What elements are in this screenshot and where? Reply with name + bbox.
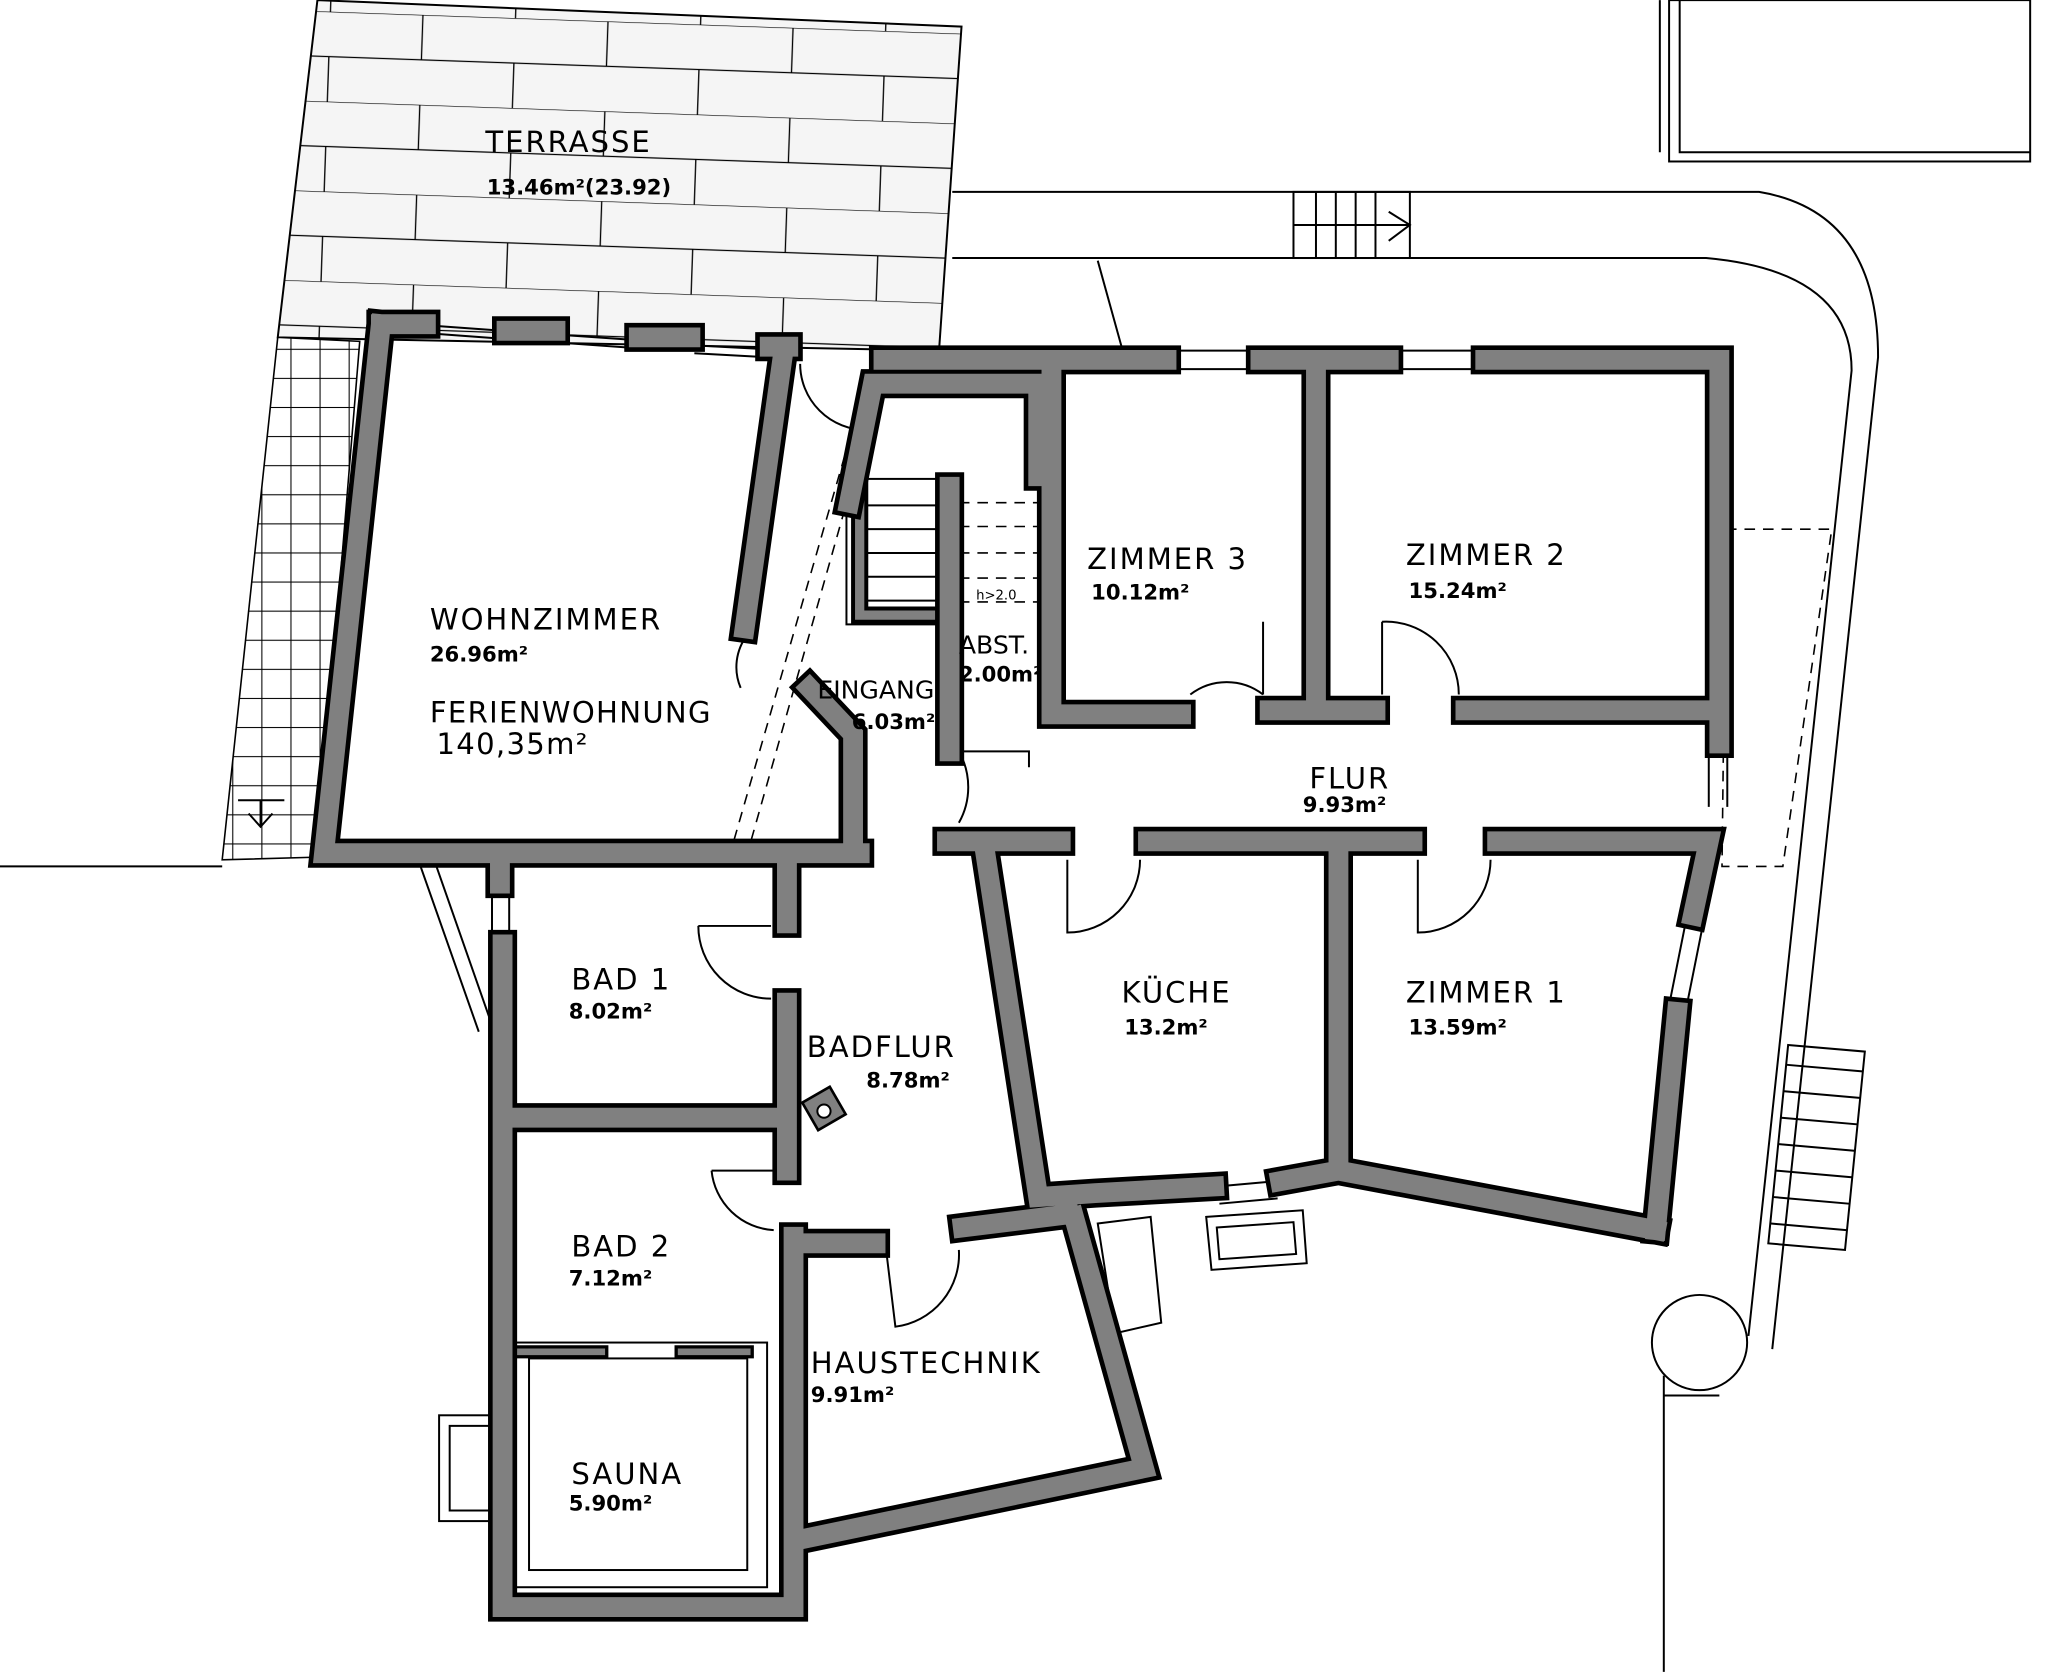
apartment-label: FERIENWOHNUNG 140,35m² bbox=[430, 695, 712, 761]
outdoor-stairs-top bbox=[1292, 190, 1412, 260]
room-area: 10.12m² bbox=[1091, 579, 1189, 604]
room-bad-2: BAD 2 7.12m² bbox=[569, 1230, 671, 1291]
room-bad-1: BAD 1 8.02m² bbox=[569, 962, 671, 1024]
room-area: 9.91m² bbox=[811, 1382, 895, 1407]
room-area: 8.02m² bbox=[569, 999, 653, 1024]
room-area: 5.90m² bbox=[569, 1491, 653, 1516]
room-name: ABST. bbox=[959, 630, 1029, 659]
room-sauna: SAUNA 5.90m² bbox=[569, 1457, 683, 1516]
room-name: FLUR bbox=[1309, 761, 1390, 795]
room-zimmer-3: ZIMMER 3 10.12m² bbox=[1087, 542, 1248, 604]
room-area: 15.24m² bbox=[1409, 578, 1507, 603]
room-name: BADFLUR bbox=[807, 1030, 956, 1064]
stair-height-note: h>2.0 bbox=[976, 588, 1016, 603]
walls bbox=[307, 308, 1734, 1622]
room-area: 13.59m² bbox=[1409, 1014, 1507, 1039]
sauna-cabin bbox=[506, 1341, 769, 1589]
room-name: ZIMMER 1 bbox=[1406, 976, 1567, 1010]
terrace: TERRASSE 13.46m²(23.92) bbox=[276, 0, 963, 352]
room-name: KÜCHE bbox=[1122, 976, 1232, 1010]
room-name: WOHNZIMMER bbox=[430, 603, 662, 637]
chimney bbox=[800, 1084, 848, 1132]
windows bbox=[429, 324, 1729, 1523]
room-eingang: EINGANG 6.03m² bbox=[817, 675, 935, 733]
tree-circle bbox=[1650, 1293, 1749, 1392]
room-area: 9.93m² bbox=[1303, 792, 1387, 817]
room-area: 8.78m² bbox=[866, 1067, 950, 1092]
left-stair-ramp bbox=[0, 336, 361, 868]
room-area: 7.12m² bbox=[569, 1266, 653, 1291]
room-badflur: BADFLUR 8.78m² bbox=[807, 1030, 956, 1092]
room-zimmer-2: ZIMMER 2 15.24m² bbox=[1406, 538, 1567, 603]
room-name: SAUNA bbox=[571, 1457, 683, 1491]
room-name: ZIMMER 2 bbox=[1406, 538, 1567, 572]
room-kueche: KÜCHE 13.2m² bbox=[1122, 976, 1232, 1040]
room-labels: WOHNZIMMER 26.96m² FERIENWOHNUNG 140,35m… bbox=[430, 538, 1567, 1516]
apartment-name: FERIENWOHNUNG bbox=[430, 695, 712, 729]
room-wohnzimmer: WOHNZIMMER 26.96m² bbox=[430, 603, 662, 667]
room-name: EINGANG bbox=[817, 675, 934, 704]
room-area: 2.00m² bbox=[959, 661, 1043, 686]
room-name: HAUSTECHNIK bbox=[811, 1346, 1042, 1380]
room-haustechnik: HAUSTECHNIK 9.91m² bbox=[811, 1346, 1042, 1407]
apartment-area: 140,35m² bbox=[436, 727, 588, 761]
room-name: BAD 1 bbox=[571, 962, 671, 996]
room-area: 6.03m² bbox=[852, 709, 936, 734]
room-flur: FLUR 9.93m² bbox=[1303, 761, 1390, 817]
room-name: ZIMMER 3 bbox=[1087, 542, 1248, 576]
outdoor-stairs-right bbox=[1767, 1043, 1866, 1252]
room-area: 26.96m² bbox=[430, 641, 528, 666]
terrace-area: 13.46m²(23.92) bbox=[487, 175, 671, 200]
terrace-label: TERRASSE bbox=[484, 125, 651, 159]
room-name: BAD 2 bbox=[571, 1230, 671, 1264]
room-abstellraum: ABST. 2.00m² bbox=[959, 630, 1043, 686]
room-area: 13.2m² bbox=[1124, 1014, 1208, 1039]
room-zimmer-1: ZIMMER 1 13.59m² bbox=[1406, 976, 1567, 1040]
